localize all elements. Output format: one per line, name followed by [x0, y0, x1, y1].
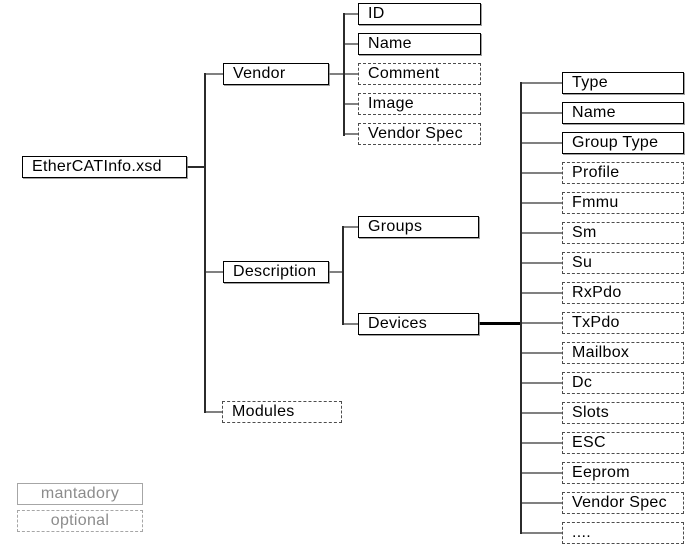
- node-device-rxpdo: RxPdo: [562, 282, 684, 304]
- connector-ellipsis-stub: [522, 532, 562, 534]
- connector-grouptype-stub: [522, 142, 562, 144]
- connector-devices-stub: [344, 323, 358, 325]
- node-vendor-comment: Comment: [358, 63, 481, 85]
- connector-groups-stub: [344, 226, 358, 228]
- node-vendor-name: Name: [358, 33, 481, 55]
- connector-description-children-trunk: [342, 226, 344, 325]
- connector-vendor-stub: [206, 73, 223, 75]
- node-modules: Modules: [222, 401, 342, 423]
- connector-vendorspec-stub: [345, 133, 358, 135]
- connector-dvendorspec-stub: [522, 502, 562, 504]
- node-device-name: Name: [562, 102, 684, 124]
- node-device-ellipsis: ....: [562, 522, 684, 544]
- node-vendor-id: ID: [358, 3, 481, 25]
- connector-eeprom-stub: [522, 472, 562, 474]
- node-device-profile: Profile: [562, 162, 684, 184]
- node-groups: Groups: [358, 216, 479, 238]
- connector-esc-stub: [522, 442, 562, 444]
- connector-description-to-trunk: [328, 271, 342, 273]
- connector-mailbox-stub: [522, 352, 562, 354]
- node-device-esc: ESC: [562, 432, 684, 454]
- node-device-fmmu: Fmmu: [562, 192, 684, 214]
- node-devices: Devices: [358, 313, 479, 335]
- node-device-dc: Dc: [562, 372, 684, 394]
- node-device-txpdo: TxPdo: [562, 312, 684, 334]
- connector-slots-stub: [522, 412, 562, 414]
- connector-su-stub: [522, 262, 562, 264]
- node-ethercatinfo-xsd: EtherCATInfo.xsd: [22, 156, 187, 178]
- connector-devices-children-trunk: [520, 82, 522, 534]
- node-device-sm: Sm: [562, 222, 684, 244]
- connector-root-horizontal: [187, 166, 205, 168]
- connector-fmmu-stub: [522, 202, 562, 204]
- connector-vendor-to-trunk: [329, 73, 345, 75]
- legend-mandatory-box: mantadory: [17, 483, 143, 505]
- connector-dc-stub: [522, 382, 562, 384]
- node-device-su: Su: [562, 252, 684, 274]
- connector-rxpdo-stub: [522, 292, 562, 294]
- node-description: Description: [223, 261, 329, 283]
- node-device-vendorspec: Vendor Spec: [562, 492, 684, 514]
- connector-comment-stub: [345, 73, 358, 75]
- node-device-eeprom: Eeprom: [562, 462, 684, 484]
- node-device-slots: Slots: [562, 402, 684, 424]
- node-device-type: Type: [562, 72, 684, 94]
- node-vendor: Vendor: [223, 63, 329, 85]
- connector-description-stub: [206, 271, 223, 273]
- connector-profile-stub: [522, 172, 562, 174]
- connector-devices-to-right-trunk: [479, 322, 521, 325]
- connector-vendor-children-trunk: [343, 13, 345, 136]
- connector-modules-stub: [206, 411, 222, 413]
- node-vendor-vendorspec: Vendor Spec: [358, 123, 481, 145]
- node-device-grouptype: Group Type: [562, 132, 684, 154]
- node-device-mailbox: Mailbox: [562, 342, 684, 364]
- connector-main-trunk: [204, 73, 206, 413]
- connector-dname-stub: [522, 112, 562, 114]
- connector-type-stub: [522, 82, 562, 84]
- node-vendor-image: Image: [358, 93, 481, 115]
- connector-txpdo-stub: [522, 322, 562, 324]
- connector-image-stub: [345, 103, 358, 105]
- connector-name-stub: [345, 43, 358, 45]
- legend-optional-box: optional: [17, 510, 143, 532]
- connector-id-stub: [345, 13, 358, 15]
- connector-sm-stub: [522, 232, 562, 234]
